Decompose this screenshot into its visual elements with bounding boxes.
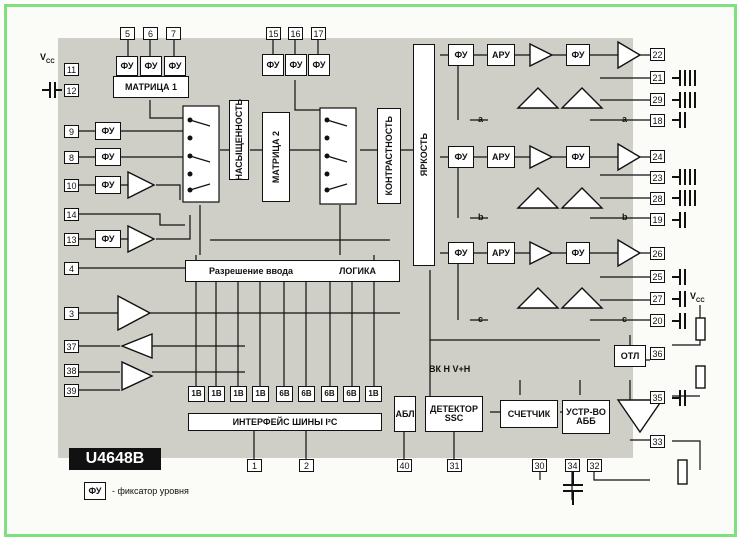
pin-27: 27 bbox=[650, 292, 665, 305]
fu-block: ФУ bbox=[95, 122, 121, 140]
fu-block: ФУ bbox=[448, 44, 474, 66]
fu-block: ФУ bbox=[95, 230, 121, 248]
pin-24: 24 bbox=[650, 150, 665, 163]
matrix-1-block: МАТРИЦА 1 bbox=[113, 76, 189, 98]
pin-1: 1 bbox=[247, 459, 262, 472]
channel-label: c bbox=[478, 314, 484, 324]
fu-block: ФУ bbox=[566, 44, 590, 66]
pin-10: 10 bbox=[64, 179, 79, 192]
pin-13: 13 bbox=[64, 233, 79, 246]
fu-block: ФУ bbox=[140, 56, 162, 76]
otl-block: ОТЛ bbox=[614, 345, 646, 367]
fu-block: ФУ bbox=[566, 146, 590, 168]
pin-28: 28 bbox=[650, 192, 665, 205]
pin-25: 25 bbox=[650, 270, 665, 283]
logic-label: ЛОГИКА bbox=[339, 265, 376, 276]
fu-block: ФУ bbox=[308, 54, 330, 76]
vcc-label: VCC bbox=[690, 291, 705, 304]
pin-31: 31 bbox=[447, 459, 462, 472]
pin-39: 39 bbox=[64, 384, 79, 397]
saturation-block: НАСЫЩЕННОСТЬ bbox=[229, 99, 249, 181]
counter-block: СЧЕТЧИК bbox=[500, 400, 558, 428]
pin-12: 12 bbox=[64, 84, 79, 97]
contrast-block: КОНТРАСТНОСТЬ bbox=[377, 108, 401, 204]
pin-19: 19 bbox=[650, 213, 665, 226]
legend-fu-box: ФУ bbox=[84, 482, 106, 500]
legend-description: - фиксатор уровня bbox=[112, 486, 189, 496]
agc-block: АРУ bbox=[487, 146, 515, 168]
fu-block: ФУ bbox=[448, 242, 474, 264]
pin-35: 35 bbox=[650, 391, 665, 404]
pin-3: 3 bbox=[64, 307, 79, 320]
dac-box: 6В bbox=[321, 386, 338, 402]
pin-4: 4 bbox=[64, 262, 79, 275]
dac-box: 1В bbox=[252, 386, 269, 402]
dac-box: 6В bbox=[343, 386, 360, 402]
pin-8: 8 bbox=[64, 151, 79, 164]
pin-18: 18 bbox=[650, 114, 665, 127]
pin-20: 20 bbox=[650, 314, 665, 327]
pin-26: 26 bbox=[650, 247, 665, 260]
chip-name: U4648B bbox=[69, 448, 161, 470]
channel-label: b bbox=[478, 212, 484, 222]
pin-17: 17 bbox=[311, 27, 326, 40]
pin-7: 7 bbox=[166, 27, 181, 40]
pin-30: 30 bbox=[532, 459, 547, 472]
pin-5: 5 bbox=[120, 27, 135, 40]
channel-label: a bbox=[478, 114, 484, 124]
abl-block: АБЛ bbox=[394, 396, 416, 432]
pin-38: 38 bbox=[64, 364, 79, 377]
output-label: а bbox=[622, 114, 628, 124]
matrix-2-block: МАТРИЦА 2 bbox=[262, 112, 290, 202]
pin-11: 11 bbox=[64, 63, 79, 76]
pin-33: 33 bbox=[650, 435, 665, 448]
dac-box: 6В bbox=[276, 386, 293, 402]
fu-block: ФУ bbox=[566, 242, 590, 264]
ssc-inputs-label: ВК Н V+Н bbox=[429, 364, 471, 374]
dac-box: 1В bbox=[365, 386, 382, 402]
pin-36: 36 bbox=[650, 347, 665, 360]
input-enable-label: Разрешение ввода bbox=[209, 265, 294, 276]
fu-block: ФУ bbox=[448, 146, 474, 168]
fu-block: ФУ bbox=[95, 176, 121, 194]
pin-22: 22 bbox=[650, 48, 665, 61]
pin-9: 9 bbox=[64, 125, 79, 138]
pin-29: 29 bbox=[650, 93, 665, 106]
pin-23: 23 bbox=[650, 171, 665, 184]
fu-block: ФУ bbox=[116, 56, 138, 76]
abb-block: УСТР-ВО АББ bbox=[562, 400, 610, 434]
pin-40: 40 bbox=[397, 459, 412, 472]
agc-block: АРУ bbox=[487, 44, 515, 66]
dac-box: 6В bbox=[298, 386, 315, 402]
pin-15: 15 bbox=[266, 27, 281, 40]
logic-block: Разрешение ввода ЛОГИКА bbox=[185, 260, 400, 282]
fu-block: ФУ bbox=[95, 148, 121, 166]
dac-box: 1В bbox=[230, 386, 247, 402]
pin-21: 21 bbox=[650, 71, 665, 84]
pin-34: 34 bbox=[565, 459, 580, 472]
fu-block: ФУ bbox=[164, 56, 186, 76]
dac-box: 1В bbox=[188, 386, 205, 402]
vcc-label: VCC bbox=[40, 52, 55, 65]
pin-14: 14 bbox=[64, 208, 79, 221]
output-label: с bbox=[622, 314, 628, 324]
output-label: b bbox=[622, 212, 628, 222]
agc-block: АРУ bbox=[487, 242, 515, 264]
pin-6: 6 bbox=[143, 27, 158, 40]
fu-block: ФУ bbox=[285, 54, 307, 76]
i2c-interface-block: ИНТЕРФЕЙС ШИНЫ I²C bbox=[188, 413, 382, 431]
pin-2: 2 bbox=[299, 459, 314, 472]
pin-32: 32 bbox=[587, 459, 602, 472]
pin-37: 37 bbox=[64, 340, 79, 353]
brightness-block: ЯРКОСТЬ bbox=[413, 44, 435, 266]
pin-16: 16 bbox=[288, 27, 303, 40]
ssc-detector-block: ДЕТЕКТОР SSC bbox=[425, 396, 483, 432]
fu-block: ФУ bbox=[262, 54, 284, 76]
dac-box: 1В bbox=[208, 386, 225, 402]
